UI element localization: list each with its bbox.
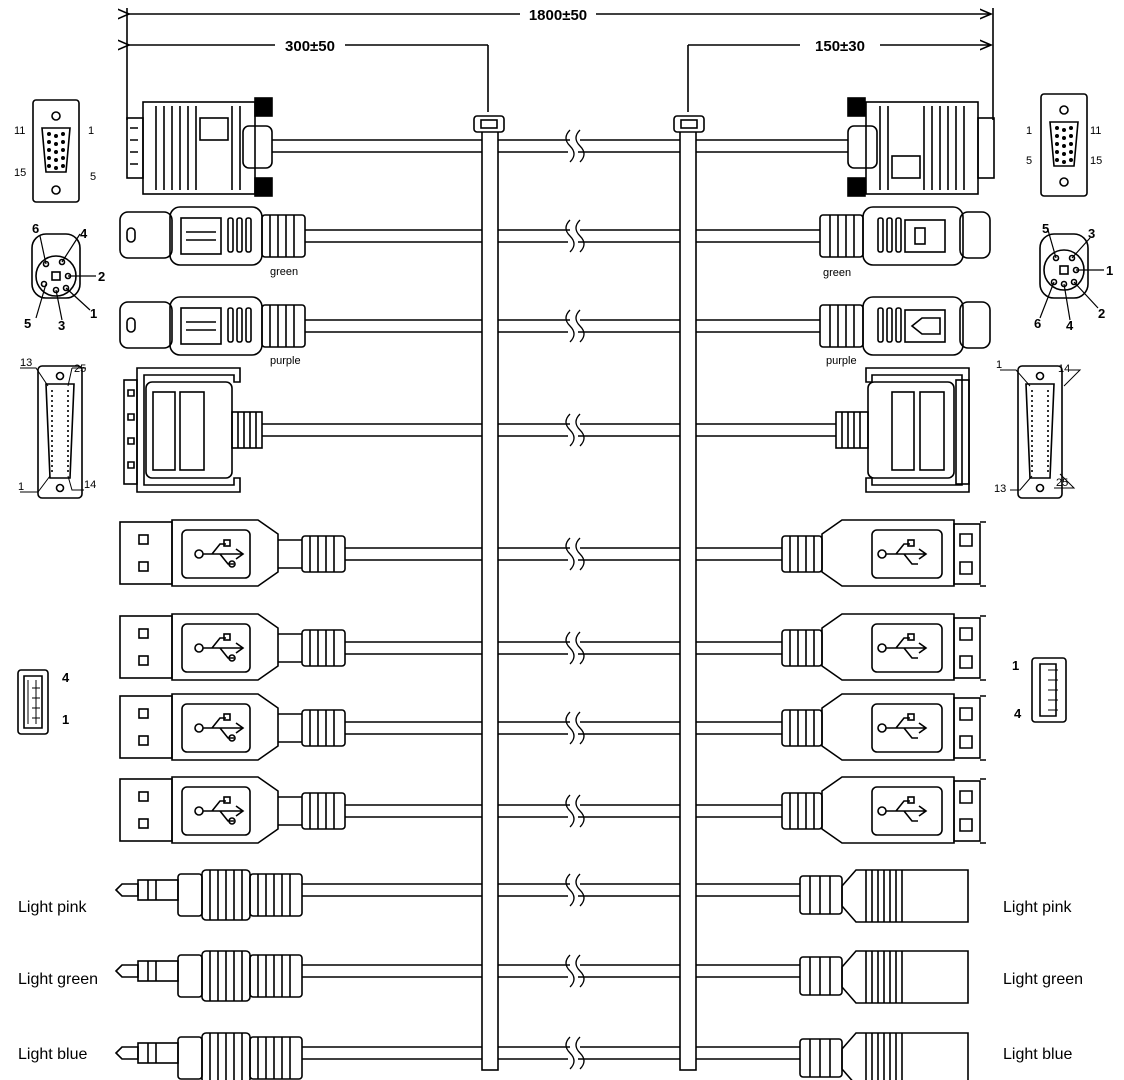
usb-receptacle-right-2 bbox=[781, 613, 986, 681]
ps2-pinout-right bbox=[1039, 229, 1104, 321]
db25-connector-left bbox=[123, 367, 263, 493]
vga-left-pin-5: 5 bbox=[90, 171, 96, 183]
ps2-right-green-label: green bbox=[823, 267, 851, 279]
vga-connector-right bbox=[847, 97, 995, 197]
audio-jack-right-blue bbox=[799, 1032, 969, 1080]
vga-right-pin-15: 15 bbox=[1090, 155, 1102, 167]
ps2-right-pin-1: 1 bbox=[1106, 263, 1113, 278]
db25-left-pin-13: 13 bbox=[20, 357, 32, 369]
audio-plug-left-pink bbox=[114, 869, 303, 921]
dim-overall: 1800±50 bbox=[529, 7, 587, 24]
ps2-connector-left-purple bbox=[119, 296, 306, 356]
ps2-right-pin-4: 4 bbox=[1066, 318, 1074, 333]
cable-tie-right bbox=[673, 115, 705, 1071]
audio-left-label-blue: Light blue bbox=[18, 1046, 87, 1063]
usb-right-pin-1: 1 bbox=[1012, 658, 1019, 673]
db25-connector-right bbox=[835, 367, 970, 493]
db25-left-pin-14: 14 bbox=[84, 479, 96, 491]
usb-plug-left-2 bbox=[119, 613, 346, 681]
ps2-connector-right-green bbox=[819, 206, 991, 266]
audio-jack-right-pink bbox=[799, 869, 969, 923]
ps2-right-pin-2: 2 bbox=[1098, 306, 1105, 321]
usb-plug-left-1 bbox=[119, 519, 346, 587]
vga-connector-left bbox=[126, 97, 273, 197]
vga-pinout-right bbox=[1040, 93, 1088, 197]
ps2-left-pin-6: 6 bbox=[32, 221, 39, 236]
db25-left-pin-25: 25 bbox=[74, 363, 86, 375]
ps2-pinout-left bbox=[31, 233, 96, 321]
ps2-connector-right-purple bbox=[819, 296, 991, 356]
audio-plug-left-green bbox=[114, 950, 303, 1002]
vga-left-pin-1: 1 bbox=[88, 125, 94, 137]
audio-right-label-green: Light green bbox=[1003, 971, 1083, 988]
ps2-left-pin-2: 2 bbox=[98, 269, 105, 284]
audio-jack-right-green bbox=[799, 950, 969, 1004]
vga-pinout-left bbox=[32, 99, 80, 203]
usb-receptacle-right-1 bbox=[781, 519, 986, 587]
db25-right-pin-14: 14 bbox=[1058, 363, 1070, 375]
usb-receptacle-right-4 bbox=[781, 776, 986, 844]
usb-plug-left-3 bbox=[119, 693, 346, 761]
audio-right-label-pink: Light pink bbox=[1003, 899, 1072, 916]
db25-pinout-left bbox=[20, 365, 86, 499]
db25-right-pin-13: 13 bbox=[994, 483, 1006, 495]
ps2-left-pin-3: 3 bbox=[58, 318, 65, 333]
dimension-lines bbox=[127, 8, 994, 120]
vga-right-pin-5: 5 bbox=[1026, 155, 1032, 167]
dim-right-breakout: 150±30 bbox=[815, 38, 865, 55]
usb-pinout-left bbox=[17, 669, 49, 735]
db25-left-pin-1: 1 bbox=[18, 481, 24, 493]
usb-right-pin-4: 4 bbox=[1014, 706, 1022, 721]
usb-pinout-right bbox=[1031, 657, 1067, 723]
dim-left-breakout: 300±50 bbox=[285, 38, 335, 55]
audio-plug-left-blue bbox=[114, 1032, 303, 1080]
cable-tie-left bbox=[473, 115, 505, 1071]
vga-left-pin-11: 11 bbox=[14, 125, 25, 137]
ps2-right-pin-3: 3 bbox=[1088, 226, 1095, 241]
audio-left-label-pink: Light pink bbox=[18, 899, 87, 916]
ps2-connector-left-green bbox=[119, 206, 306, 266]
usb-receptacle-right-3 bbox=[781, 693, 986, 761]
vga-left-pin-15: 15 bbox=[14, 167, 26, 179]
ps2-left-pin-4: 4 bbox=[80, 226, 88, 241]
ps2-left-pin-5: 5 bbox=[24, 316, 31, 331]
usb-left-pin-4: 4 bbox=[62, 670, 70, 685]
vga-right-pin-11: 11 bbox=[1090, 125, 1101, 137]
cables bbox=[262, 139, 848, 1060]
ps2-left-purple-label: purple bbox=[270, 355, 301, 367]
audio-right-label-blue: Light blue bbox=[1003, 1046, 1072, 1063]
ps2-right-pin-5: 5 bbox=[1042, 221, 1049, 236]
vga-right-pin-1: 1 bbox=[1026, 125, 1032, 137]
usb-plug-left-4 bbox=[119, 776, 346, 844]
audio-left-label-green: Light green bbox=[18, 971, 98, 988]
break-marks bbox=[565, 129, 585, 1070]
db25-right-pin-25: 25 bbox=[1056, 477, 1068, 489]
ps2-left-green-label: green bbox=[270, 266, 298, 278]
usb-left-pin-1: 1 bbox=[62, 712, 69, 727]
db25-right-pin-1: 1 bbox=[996, 359, 1002, 371]
db25-pinout-right bbox=[1000, 365, 1082, 499]
ps2-left-pin-1: 1 bbox=[90, 306, 97, 321]
ps2-right-pin-6: 6 bbox=[1034, 316, 1041, 331]
ps2-right-purple-label: purple bbox=[826, 355, 857, 367]
